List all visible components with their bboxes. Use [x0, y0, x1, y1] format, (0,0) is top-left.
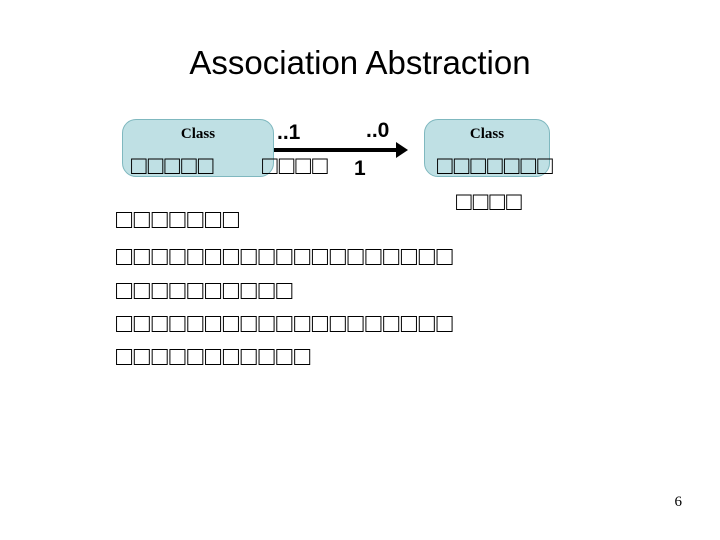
- body-text-line-3: □□□□□□□□□□: [116, 275, 295, 305]
- tofu-run-after-source-box: □□□□: [262, 150, 329, 180]
- page-number: 6: [674, 494, 683, 510]
- tofu-run-source-box: □□□□□: [131, 150, 215, 180]
- class-box-target-label: Class: [469, 126, 505, 142]
- association-arrowhead-icon: [396, 142, 408, 158]
- class-box-source-label: Class: [180, 126, 216, 142]
- body-text-line-5: □□□□□□□□□□□: [116, 341, 312, 371]
- body-text-line-2: □□□□□□□□□□□□□□□□□□□: [116, 241, 455, 271]
- multiplicity-target-upper: ..0: [366, 119, 390, 142]
- class-box-target[interactable]: Class: [424, 119, 550, 177]
- page-title: Association Abstraction: [189, 44, 531, 81]
- multiplicity-source-upper: ..1: [277, 121, 301, 144]
- body-text-line-1: □□□□□□□: [116, 204, 241, 234]
- tofu-run-target-box: □□□□□□□: [437, 150, 554, 180]
- body-text-line-4: □□□□□□□□□□□□□□□□□□□: [116, 308, 455, 338]
- multiplicity-target-lower: 1: [354, 157, 366, 180]
- class-box-source[interactable]: Class: [122, 119, 274, 177]
- tofu-run-target-box-row2: □□□□: [456, 186, 523, 216]
- association-line[interactable]: [274, 148, 400, 152]
